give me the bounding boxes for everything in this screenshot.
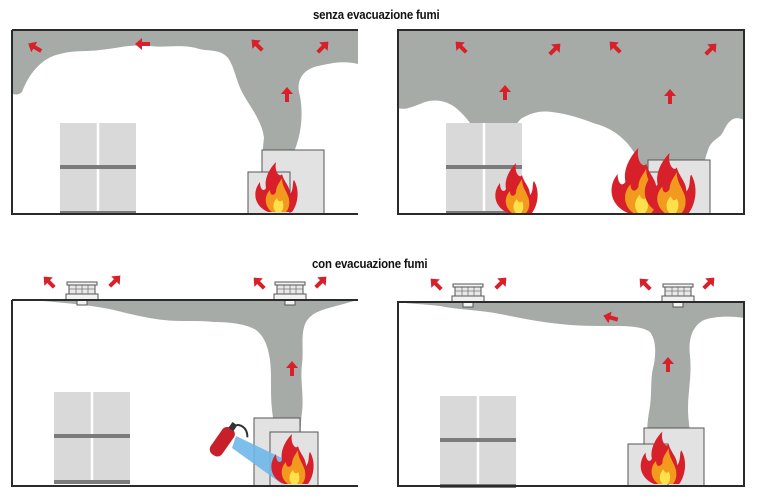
arrow-icon [699, 273, 719, 293]
scene-no-extraction-early [11, 29, 358, 217]
smoke-cloud [12, 30, 358, 182]
scene-with-extraction-fire [397, 273, 745, 490]
smoke-cloud [12, 300, 358, 456]
arrow-icon [635, 274, 655, 294]
arrow-icon [249, 273, 269, 293]
arrow-icon [311, 272, 331, 292]
extinguisher-icon [209, 421, 249, 457]
storage-rack-icon [438, 394, 518, 490]
arrow-icon [39, 272, 59, 292]
scene-no-extraction-spread [397, 29, 745, 217]
heading-without-smoke-extraction: senza evacuazione fumi [313, 7, 440, 22]
storage-rack-icon [58, 121, 138, 217]
arrow-icon [491, 273, 511, 293]
storage-rack-icon [52, 390, 132, 486]
smoke-cloud [398, 302, 744, 442]
heading-with-smoke-extraction: con evacuazione fumi [312, 256, 428, 271]
scene-with-extraction-extinguisher [11, 271, 358, 487]
arrow-icon [426, 274, 446, 294]
arrow-icon [105, 271, 125, 291]
